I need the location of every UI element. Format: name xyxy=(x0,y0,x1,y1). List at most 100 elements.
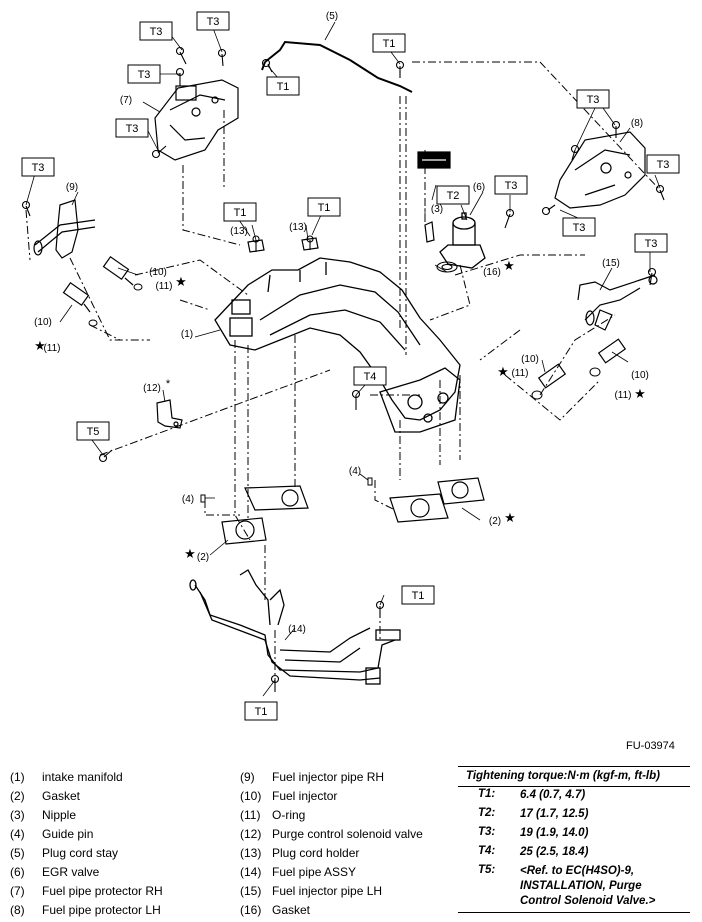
legend-item: (6)EGR valve xyxy=(10,865,100,879)
guide-pin-left xyxy=(200,494,206,503)
nipple xyxy=(417,151,451,243)
fuel-pipe-protector-rh xyxy=(154,79,239,161)
star-mark: ★ xyxy=(184,546,196,561)
legend-item: (3)Nipple xyxy=(10,808,77,822)
torque-heading: Tightening torque:N·m (kgf-m, ft-lb) xyxy=(458,767,690,787)
callout-t1-d: T1 xyxy=(318,202,331,214)
legend-item: (14)Fuel pipe ASSY xyxy=(240,865,357,879)
marker-part-10-a: (10) xyxy=(149,267,167,278)
egr-valve xyxy=(439,212,486,269)
callout-boxes xyxy=(21,11,680,721)
legend-item: (2)Gasket xyxy=(10,789,81,803)
legend-item: (16)Gasket xyxy=(240,903,311,917)
parts-legend-left: (1)intake manifold (2)Gasket (3)Nipple (… xyxy=(10,768,163,920)
callout-t3-c: T3 xyxy=(138,69,151,81)
o-ring-left-1 xyxy=(133,283,143,291)
marker-part-4-a: (4) xyxy=(182,494,194,505)
star-mark: ★ xyxy=(175,274,187,289)
parts-legend-middle: (9)Fuel injector pipe RH (10)Fuel inject… xyxy=(240,768,423,920)
callout-t1-f: T1 xyxy=(255,706,268,718)
fuel-injector-right-1 xyxy=(537,363,567,389)
marker-part-13-b: (13) xyxy=(289,222,307,233)
exploded-parts-diagram: T3 T3 T3 T3 T3 T1 T1 T1 T1 T2 T3 T3 T3 T… xyxy=(21,11,680,721)
asterisk-mark: * xyxy=(166,378,171,390)
torque-row: T1:6.4 (0.7, 4.7) xyxy=(478,788,586,801)
callout-t3-h: T3 xyxy=(657,159,670,171)
callout-t4: T4 xyxy=(364,371,377,383)
callout-t3-b: T3 xyxy=(150,26,163,38)
intake-manifold xyxy=(214,257,461,433)
marker-part-11-c: (11) xyxy=(511,368,528,379)
purge-control-solenoid-valve xyxy=(156,399,183,429)
star-mark: ★ xyxy=(504,510,516,525)
marker-part-9: (9) xyxy=(66,182,78,193)
marker-part-8: (8) xyxy=(631,118,643,129)
marker-part-6: (6) xyxy=(473,182,485,193)
callout-t3-f: T3 xyxy=(505,180,518,192)
legend-item: (8)Fuel pipe protector LH xyxy=(10,903,161,917)
marker-part-15: (15) xyxy=(602,258,620,269)
fuel-injector-pipe-lh xyxy=(577,274,658,331)
legend-item: (15)Fuel injector pipe LH xyxy=(240,884,383,898)
legend-item: (13)Plug cord holder xyxy=(240,846,360,860)
callout-t1-c: T1 xyxy=(234,207,247,219)
guide-pin-right xyxy=(367,477,373,486)
marker-part-14: (14) xyxy=(288,624,306,635)
torque-row: T5:<Ref. to EC(H4SO)-9, INSTALLATION, Pu… xyxy=(478,864,656,907)
callout-t1-a: T1 xyxy=(277,81,290,93)
gasket-right-1 xyxy=(389,493,449,523)
marker-part-1: (1) xyxy=(181,329,193,340)
callout-t3-d: T3 xyxy=(126,123,139,135)
egr-gasket xyxy=(436,261,458,273)
plug-cord-holder-1 xyxy=(247,239,265,253)
tightening-torque-table: Tightening torque:N·m (kgf-m, ft-lb) T1:… xyxy=(458,766,690,913)
fuel-pipe-assy xyxy=(189,569,401,685)
fuel-injector-right-2 xyxy=(597,338,627,364)
fuel-pipe-protector-lh xyxy=(554,131,646,209)
o-ring-right-1 xyxy=(531,390,543,400)
o-ring-left-2 xyxy=(88,319,98,327)
gasket-right-2 xyxy=(437,477,485,505)
marker-part-5: (5) xyxy=(326,11,338,22)
marker-part-10-c: (10) xyxy=(521,354,539,365)
plug-cord-holder-2 xyxy=(301,237,319,251)
legend-item: (5)Plug cord stay xyxy=(10,846,119,860)
callout-t3-j: T3 xyxy=(645,238,658,250)
callout-t3-e: T3 xyxy=(32,162,45,174)
marker-part-7: (7) xyxy=(120,95,132,106)
fuel-injector-left-2 xyxy=(62,281,91,313)
marker-part-2-b: (2) xyxy=(489,516,501,527)
fuel-injector-left-1 xyxy=(102,255,134,286)
guide-lines xyxy=(25,61,661,690)
gasket-left-1 xyxy=(244,485,309,511)
callout-t1-b: T1 xyxy=(383,38,396,50)
legend-item: (7)Fuel pipe protector RH xyxy=(10,884,163,898)
legend-item: (12)Purge control solenoid valve xyxy=(240,827,423,841)
marker-part-12: (12) xyxy=(143,383,161,394)
torque-row: T4:25 (2.5, 18.4) xyxy=(478,845,589,858)
marker-part-11-d: (11) xyxy=(614,390,631,401)
callout-t1-e: T1 xyxy=(412,590,425,602)
bolts xyxy=(21,46,665,692)
torque-row: T2:17 (1.7, 12.5) xyxy=(478,807,589,820)
marker-part-10-d: (10) xyxy=(631,370,649,381)
fuel-injector-pipe-rh xyxy=(33,199,96,259)
marker-part-3: (3) xyxy=(431,204,443,215)
marker-part-10-b: (10) xyxy=(34,317,52,328)
callout-t2: T2 xyxy=(447,190,460,202)
marker-part-2-a: (2) xyxy=(197,552,209,563)
marker-part-4-b: (4) xyxy=(349,466,361,477)
gasket-left-2 xyxy=(221,517,267,545)
star-mark: ★ xyxy=(503,258,515,273)
callout-t3-a: T3 xyxy=(207,16,220,28)
legend-item: (1)intake manifold xyxy=(10,770,123,784)
marker-part-16: (16) xyxy=(483,267,501,278)
legend-item: (4)Guide pin xyxy=(10,827,94,841)
legend-item: (11)O-ring xyxy=(240,808,306,822)
marker-part-11-a: (11) xyxy=(155,281,172,292)
torque-row: T3:19 (1.9, 14.0) xyxy=(478,826,589,839)
callout-t3-i: T3 xyxy=(573,222,586,234)
legend-item: (9)Fuel injector pipe RH xyxy=(240,770,385,784)
o-ring-right-2 xyxy=(589,367,601,377)
figure-id: FU-03974 xyxy=(626,740,675,752)
